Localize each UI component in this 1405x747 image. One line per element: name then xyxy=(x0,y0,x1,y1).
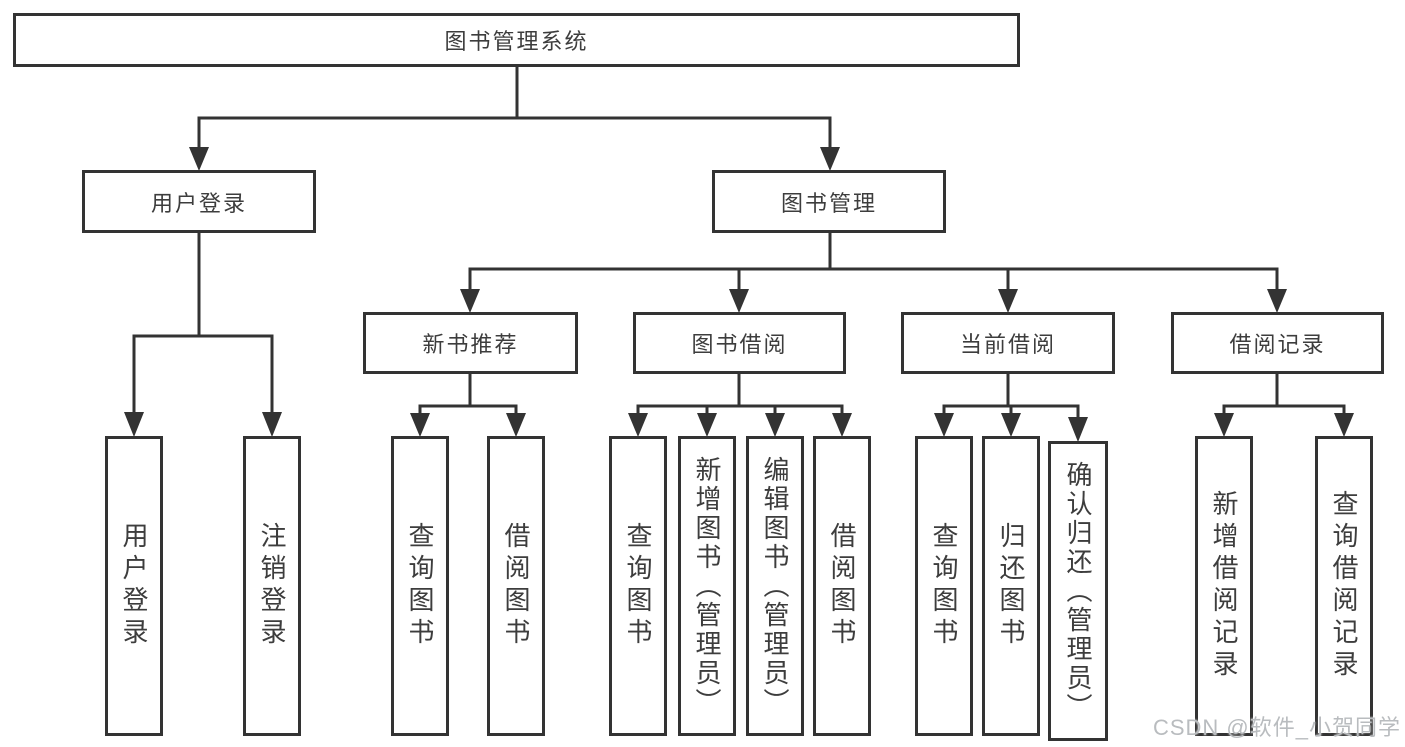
node-new-book-recommendation: 新书推荐 xyxy=(363,312,578,374)
node-label: 图书借阅 xyxy=(691,332,788,357)
node-label: 借阅图书 xyxy=(827,522,857,650)
node-label: 查询图书 xyxy=(405,522,435,650)
node-book-borrowing: 图书借阅 xyxy=(633,312,846,374)
leaf-add-borrowing-record: 新增借阅记录 xyxy=(1195,436,1253,736)
node-book-management-module: 图书管理 xyxy=(712,170,946,233)
node-root-label: 图书管理系统 xyxy=(444,29,589,54)
node-label: 借阅图书 xyxy=(501,522,531,650)
node-label: 注销登录 xyxy=(257,522,287,650)
node-label: 借阅记录 xyxy=(1229,332,1326,357)
node-label: 查询图书 xyxy=(929,522,959,650)
leaf-logout: 注销登录 xyxy=(243,436,301,736)
leaf-add-book-admin: 新增图书（管理员） xyxy=(678,436,736,736)
leaf-edit-book-admin: 编辑图书（管理员） xyxy=(746,436,804,736)
node-user-login-module: 用户登录 xyxy=(82,170,316,233)
leaf-query-books-recommend: 查询图书 xyxy=(391,436,449,736)
node-borrowing-records: 借阅记录 xyxy=(1171,312,1384,374)
node-label: 新增借阅记录 xyxy=(1209,490,1239,682)
node-label: 当前借阅 xyxy=(959,332,1056,357)
leaf-query-books-borrowing: 查询图书 xyxy=(609,436,667,736)
node-label: 图书管理 xyxy=(780,190,877,216)
csdn-watermark: CSDN @软件_小贺同学 xyxy=(1152,715,1401,740)
leaf-query-books-current: 查询图书 xyxy=(915,436,973,736)
leaf-borrow-books-recommend: 借阅图书 xyxy=(487,436,545,736)
node-label: 确认归还（管理员） xyxy=(1063,460,1093,722)
node-label: 用户登录 xyxy=(119,522,149,650)
node-label: 新增图书（管理员） xyxy=(692,455,722,717)
node-label: 查询图书 xyxy=(623,522,653,650)
leaf-return-book: 归还图书 xyxy=(982,436,1040,736)
node-label: 用户登录 xyxy=(150,190,247,216)
node-root: 图书管理系统 xyxy=(13,13,1020,67)
node-label: 查询借阅记录 xyxy=(1329,490,1359,682)
leaf-confirm-return-admin: 确认归还（管理员） xyxy=(1048,441,1108,741)
leaf-query-borrowing-record: 查询借阅记录 xyxy=(1315,436,1373,736)
node-current-borrowing: 当前借阅 xyxy=(901,312,1115,374)
node-label: 编辑图书（管理员） xyxy=(760,455,790,717)
leaf-user-login: 用户登录 xyxy=(105,436,163,736)
node-label: 归还图书 xyxy=(996,522,1026,650)
node-label: 新书推荐 xyxy=(422,332,519,357)
leaf-borrow-books-borrowing: 借阅图书 xyxy=(813,436,871,736)
